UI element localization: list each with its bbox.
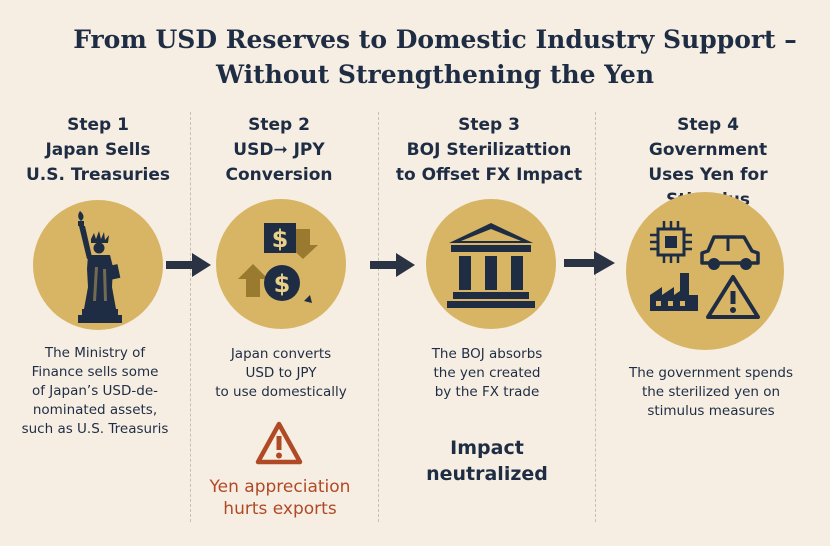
flow-arrow-right-icon: [370, 253, 415, 277]
step-3-circle: [426, 199, 556, 329]
step-number: Step 1: [67, 115, 129, 135]
step-2-circle: $ $: [216, 199, 346, 329]
description-line: such as U.S. Treasuris: [21, 421, 169, 437]
step-title-line-2: to Offset FX Impact: [395, 165, 583, 185]
description-line: The government spends: [628, 365, 794, 381]
impact-line-1: Impact: [450, 437, 524, 459]
step-number: Step 4: [677, 115, 739, 135]
microchip-icon: [650, 221, 692, 263]
step-2-heading: Step 2 USD➞ JPY Conversion: [179, 113, 379, 188]
step-1-heading: Step 1 Japan Sells U.S. Treasuries: [0, 113, 198, 188]
step-title-line-1: BOJ Sterilizattion: [406, 140, 572, 160]
step-3-description: The BOJ absorbs the yen created by the F…: [392, 345, 582, 402]
impact-neutralized-note: Impact neutralized: [392, 435, 582, 487]
page-title: From USD Reserves to Domestic Industry S…: [40, 22, 830, 92]
step-3-heading: Step 3 BOJ Sterilizattion to Offset FX I…: [389, 113, 589, 188]
currency-exchange-icon: $ $: [238, 223, 318, 303]
description-line: nominated assets,: [32, 402, 158, 418]
svg-text:$: $: [272, 225, 289, 253]
column-divider: [378, 112, 379, 522]
step-title-line-1: USD➞ JPY: [233, 140, 325, 160]
description-line: USD to JPY: [245, 365, 317, 381]
description-line: The BOJ absorbs: [431, 346, 543, 362]
warning-line-1: Yen appreciation: [209, 477, 351, 497]
column-divider: [595, 112, 596, 522]
step-title-line-1: Government: [648, 140, 768, 160]
flow-arrow-right-icon: [564, 251, 615, 275]
description-line: to use domestically: [215, 384, 347, 400]
description-line: Japan converts: [230, 346, 332, 362]
stimulus-icons: [650, 221, 760, 319]
step-1-description: The Ministry of Finance sells some of Ja…: [5, 344, 185, 439]
title-line-1: From USD Reserves to Domestic Industry S…: [73, 25, 797, 54]
description-line: the sterilized yen on: [641, 384, 781, 400]
description-line: by the FX trade: [434, 384, 540, 400]
impact-line-2: neutralized: [426, 463, 548, 485]
column-divider: [190, 112, 191, 522]
step-2-description: Japan converts USD to JPY to use domesti…: [190, 345, 372, 402]
title-line-2: Without Strengthening the Yen: [215, 60, 655, 89]
step-number: Step 3: [458, 115, 520, 135]
warning-line-2: hurts exports: [223, 499, 337, 519]
step-title-line-2: U.S. Treasuries: [25, 165, 171, 185]
step-4-circle: [626, 192, 784, 350]
flow-arrow-right-icon: [166, 253, 211, 277]
step-title-line-2: Conversion: [225, 165, 333, 185]
warning-icon: [255, 421, 303, 465]
description-line: of Japan’s USD-de-: [31, 383, 159, 399]
statue-of-liberty-icon: [78, 211, 122, 323]
step-title-line-1: Japan Sells: [45, 140, 151, 160]
step-number: Step 2: [248, 115, 310, 135]
car-icon: [700, 235, 760, 270]
warning-triangle-icon: [706, 275, 760, 319]
svg-text:$: $: [274, 270, 291, 298]
step-4-description: The government spends the sterilized yen…: [606, 364, 816, 421]
description-line: the yen created: [433, 365, 541, 381]
step-1-circle: [33, 200, 163, 330]
bank-building-icon: [447, 223, 535, 308]
export-warning: Yen appreciation hurts exports: [190, 476, 370, 520]
description-line: stimulus measures: [647, 403, 775, 419]
factory-icon: [650, 273, 698, 311]
description-line: Finance sells some: [31, 364, 159, 380]
description-line: The Ministry of: [44, 345, 146, 361]
